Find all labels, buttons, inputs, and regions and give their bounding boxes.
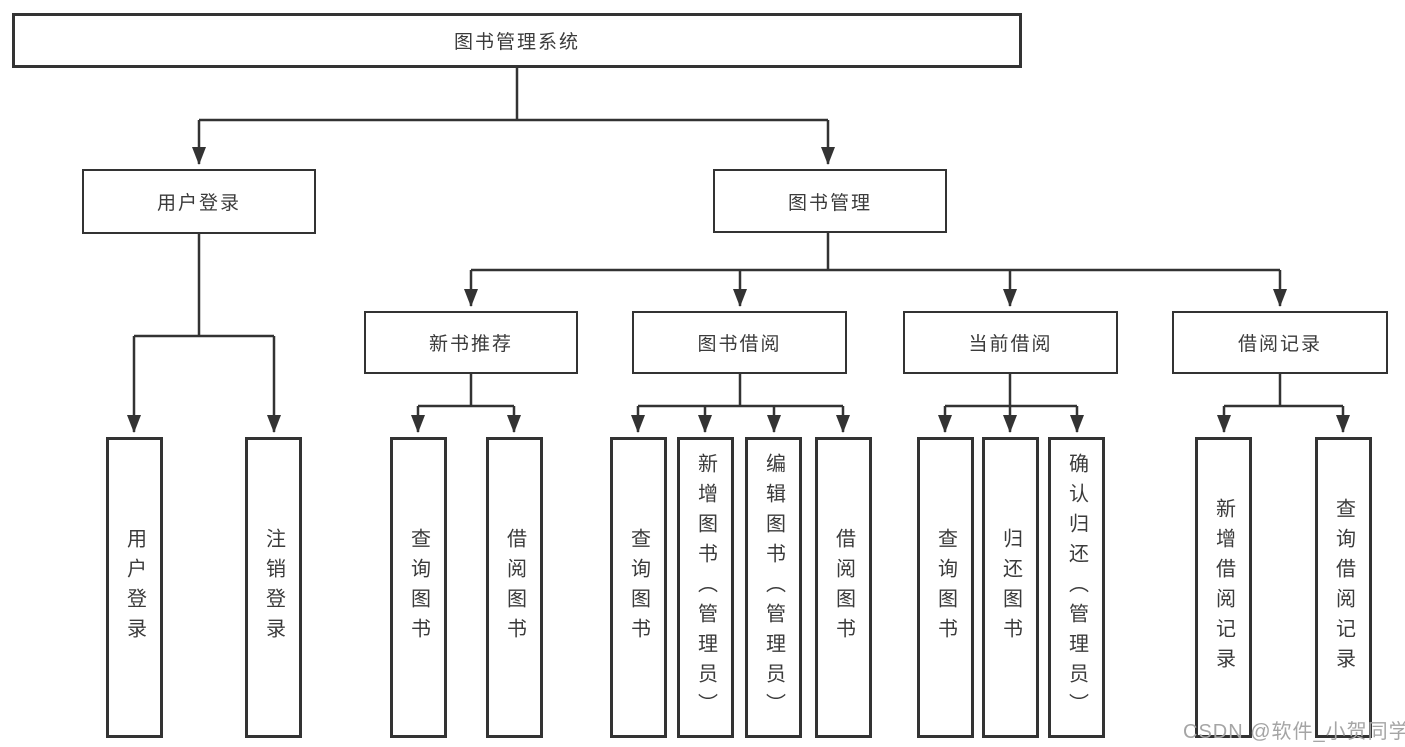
leaf-label: 归还图书: [999, 527, 1022, 648]
node-current-borrowing: 当前借阅: [903, 311, 1118, 374]
leaf-label: 借阅图书: [503, 527, 526, 648]
connector-book-borrow-elbow: [638, 374, 843, 408]
leaf-add-books-admin: 新增图书（管理员）: [677, 437, 734, 738]
leaf-borrow-books-newbook: 借阅图书: [486, 437, 543, 738]
leaf-confirm-return-admin: 确认归还（管理员）: [1048, 437, 1105, 738]
node-borrowing-records: 借阅记录: [1172, 311, 1388, 374]
leaf-label: 查询图书: [407, 527, 430, 648]
leaf-query-borrow-record: 查询借阅记录: [1315, 437, 1372, 738]
leaf-user-login: 用户登录: [106, 437, 163, 738]
leaf-query-books-newbook: 查询图书: [390, 437, 447, 738]
leaf-label: 注销登录: [262, 527, 285, 648]
leaf-label: 确认归还（管理员）: [1065, 452, 1088, 723]
csdn-watermark: CSDN @软件_小贺同学: [1183, 721, 1405, 743]
connector-current-borrow-elbow: [945, 374, 1077, 408]
node-user-login: 用户登录: [82, 169, 316, 234]
leaf-add-borrow-record: 新增借阅记录: [1195, 437, 1252, 738]
connector-user-login-elbow: [134, 234, 274, 338]
leaf-return-books: 归还图书: [982, 437, 1039, 738]
leaf-label: 新增图书（管理员）: [694, 452, 717, 723]
leaf-logout: 注销登录: [245, 437, 302, 738]
leaf-edit-books-admin: 编辑图书（管理员）: [745, 437, 802, 738]
leaf-label: 新增借阅记录: [1212, 497, 1235, 678]
leaf-query-books-borrow: 查询图书: [610, 437, 667, 738]
node-book-management: 图书管理: [713, 169, 947, 233]
leaf-label: 查询图书: [934, 527, 957, 648]
node-book-borrowing: 图书借阅: [632, 311, 847, 374]
leaf-label: 编辑图书（管理员）: [762, 452, 785, 723]
connector-root-elbow: [199, 68, 828, 122]
leaf-label: 借阅图书: [832, 527, 855, 648]
leaf-query-books-current: 查询图书: [917, 437, 974, 738]
leaf-label: 查询图书: [627, 527, 650, 648]
leaf-label: 查询借阅记录: [1332, 497, 1355, 678]
node-library-management-system: 图书管理系统: [12, 13, 1022, 68]
leaf-label: 用户登录: [123, 527, 146, 648]
connector-borrow-record-elbow: [1224, 374, 1343, 408]
connector-new-book-elbow: [418, 374, 514, 408]
node-new-book-recommendation: 新书推荐: [364, 311, 578, 374]
connector-book-management-elbow: [471, 233, 1280, 272]
leaf-borrow-books: 借阅图书: [815, 437, 872, 738]
